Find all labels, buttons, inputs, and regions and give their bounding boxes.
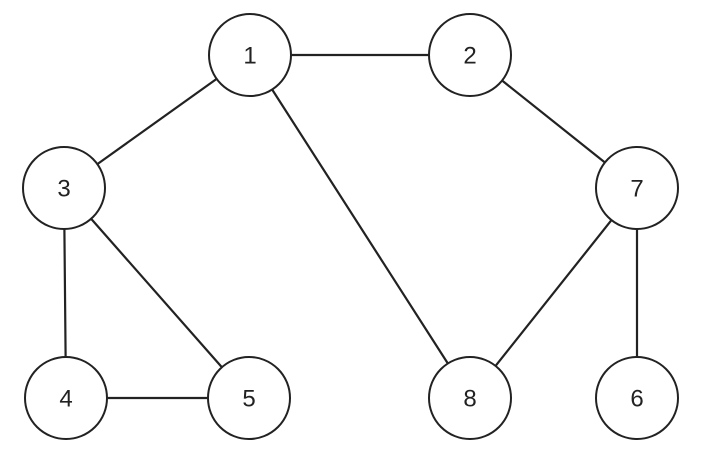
node-4: 4 <box>24 356 108 440</box>
node-circle-4 <box>24 356 108 440</box>
node-6: 6 <box>595 356 679 440</box>
edge-1-3 <box>96 77 218 166</box>
node-7: 7 <box>595 146 679 230</box>
nodes-layer: 1 2 3 7 4 5 8 6 <box>22 13 679 440</box>
edge-3-4 <box>63 227 67 359</box>
node-3: 3 <box>22 146 106 230</box>
edge-2-7 <box>500 79 607 164</box>
node-label-3: 3 <box>57 176 70 203</box>
node-5: 5 <box>207 356 291 440</box>
node-circle-2 <box>428 13 512 97</box>
node-label-6: 6 <box>630 386 643 413</box>
node-label-7: 7 <box>630 176 643 203</box>
node-2: 2 <box>428 13 512 97</box>
node-1: 1 <box>208 13 292 97</box>
node-label-5: 5 <box>242 386 255 413</box>
edge-7-8 <box>494 218 613 368</box>
node-circle-3 <box>22 146 106 230</box>
node-label-8: 8 <box>463 386 476 413</box>
node-circle-1 <box>208 13 292 97</box>
node-label-1: 1 <box>243 43 256 70</box>
node-circle-6 <box>595 356 679 440</box>
edge-1-8 <box>271 88 449 365</box>
node-label-4: 4 <box>59 386 72 413</box>
edges-layer <box>63 53 639 400</box>
node-label-2: 2 <box>463 43 476 70</box>
node-circle-8 <box>428 356 512 440</box>
node-circle-7 <box>595 146 679 230</box>
node-circle-5 <box>207 356 291 440</box>
node-8: 8 <box>428 356 512 440</box>
edge-3-5 <box>90 217 223 369</box>
